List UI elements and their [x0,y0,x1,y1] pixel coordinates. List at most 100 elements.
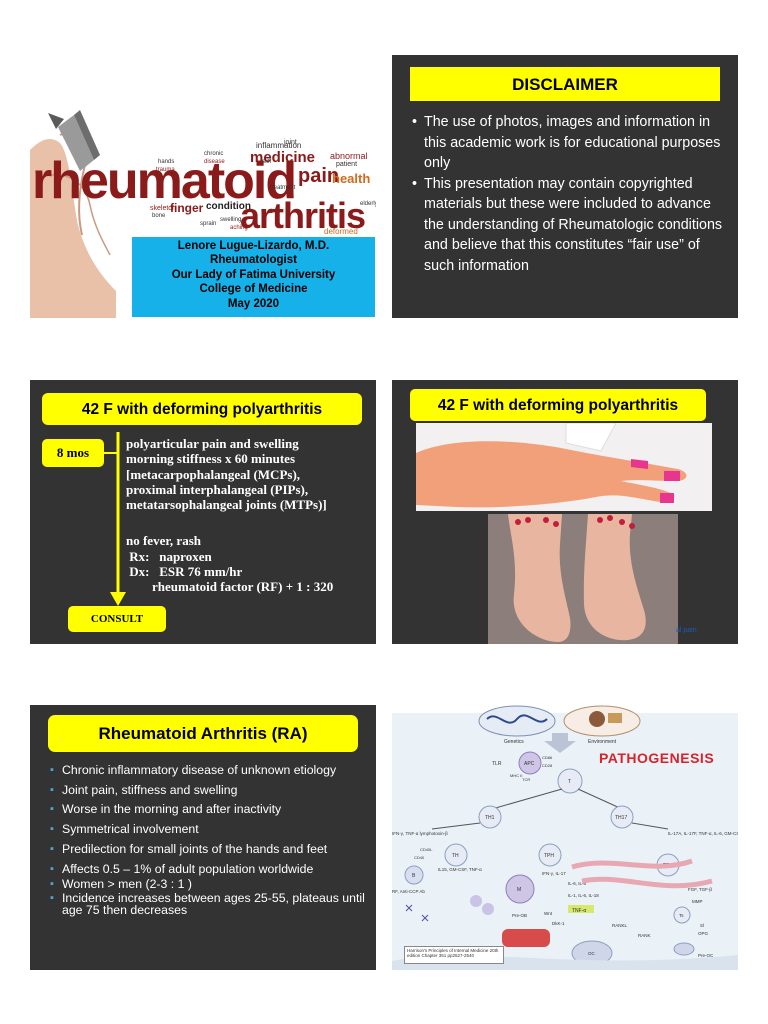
cloud-word: skeleton [150,205,177,212]
label-tph: TPH [544,853,554,859]
label-wnt: Wnt [544,911,553,916]
photo-caption: al pain [676,627,697,634]
label-th17: TH17 [615,815,627,821]
label-m-cytokines: IL15, GM-CSF, TNF-α [438,867,482,872]
label-th1: TH1 [485,815,495,821]
cloud-word: deformed [324,227,358,236]
history-line: metatarsophalangeal joints (MTPs)] [126,497,327,513]
cloud-word: aching [230,225,248,231]
author-title: Rheumatologist [210,254,297,267]
bullet-item: Incidence increases between ages 25-55, … [50,892,368,916]
hand-photo [416,423,712,511]
hand-with-marker-image [30,110,116,318]
history-line: [metacarpophalangeal (MCPs), [126,466,301,482]
cloud-word: medicine [250,149,316,166]
cloud-word: stiff [262,159,272,165]
label-b: B [412,873,416,879]
label-il: IL-6, IL-8 [568,881,587,886]
label-apc: APC [524,761,535,767]
bullet-item: Symmetrical involvement [50,822,368,837]
bullet-item: Worse in the morning and after inactivit… [50,802,368,817]
history-line [126,512,366,527]
history-line: Rx: naproxen [126,548,212,564]
label-fgf: FGF, TGF-β [688,887,712,892]
author-college: College of Medicine [199,283,308,296]
cloud-word: hands [158,159,175,165]
label-rank: RANK [638,933,651,938]
label-cd40: CD40 [414,855,425,860]
case-photos-slide: 42 F with deforming polyarthritis al pai… [392,380,738,644]
cloud-word: health [332,171,371,186]
bullet-item: Joint pain, stiffness and swelling [50,783,368,798]
label-cd86: CD86 [542,755,553,760]
label-ifn: IFN-γ, IL-17 [542,871,566,876]
pathogenesis-diagram: Genetics Environment APC TLR CD86 CD28 M… [392,705,738,970]
bullet-item: This presentation may contain copyrighte… [412,174,724,277]
label-environment: Environment [588,739,617,745]
label-cd40l: CD40L [420,847,433,852]
cloud-word: inflammation [256,141,302,150]
slide-title: Rheumatoid Arthritis (RA) [48,715,358,752]
author-institution: Our Lady of Fatima University [171,268,336,281]
label-opg: OPG [698,931,709,936]
cloud-word: pain [298,165,340,187]
label-t: T [568,779,571,785]
label-preoc: Pre-OC [698,953,714,958]
label-rankl: RANKL [612,923,628,928]
ra-overview-slide: Rheumatoid Arthritis (RA) Chronic inflam… [30,705,376,970]
feet-photo [488,514,678,644]
bullet-item: Chronic inflammatory disease of unknown … [50,763,368,778]
cloud-word: joint [284,139,297,146]
case-history-slide: 42 F with deforming polyarthritis 8 mos … [30,380,376,644]
bullet-item: The use of photos, images and informatio… [412,112,724,174]
cloud-word: condition [206,201,251,212]
label-sl: Sl [700,923,704,928]
history-line: Dx: ESR 76 mm/hr [126,564,243,580]
cloud-word-rheumatoid: rheumatoid [32,152,297,210]
label-tcr: TCR [522,777,530,782]
cloud-word: chronic [204,151,224,157]
ra-bullets: Chronic inflammatory disease of unknown … [50,763,368,920]
history-line: rheumatoid factor (RF) + 1 : 320 [126,579,334,595]
bullet-item: Women > men (2-3 : 1 ) [50,877,368,892]
cloud-word: disease [204,159,225,165]
label-oc: OC [588,951,596,956]
cloud-word: elderly [360,201,376,207]
history-line: morning stiffness x 60 minutes [126,451,296,467]
duration-box: 8 mos [42,439,104,467]
label-mmp: MMP [692,899,703,904]
cloud-word: abnormal [330,151,368,161]
label-th1-cytokines: IFN-γ, TNF-α lymphotoxin-β [392,831,448,836]
pathogenesis-slide: Genetics Environment APC TLR CD86 CD28 M… [392,705,738,970]
timeline-arrow [104,432,126,606]
author-box: Lenore Lugue-Lizardo, M.D. Rheumatologis… [132,237,375,317]
cloud-word: treatment [270,185,296,191]
cloud-word: finger [170,201,204,215]
label-th17-cytokines: IL-17A, IL-17F, TNF-α, IL-6, GM-CSF [668,831,738,836]
label-m: M [517,887,521,893]
slide-title: 42 F with deforming polyarthritis [410,389,706,421]
cloud-word: sprain [200,221,217,227]
slide-title: DISCLAIMER [410,67,720,101]
slide-title: PATHOGENESIS [599,750,715,766]
disclaimer-bullets: The use of photos, images and informatio… [412,112,724,277]
cloud-word: trauma [156,167,175,173]
label-cd28: CD28 [542,763,553,768]
label-ts: Ts [679,913,684,918]
author-name: Lenore Lugue-Lizardo, M.D. [177,240,330,252]
label-il2: IL-1, IL-6, IL-18 [568,893,599,898]
label-rf: RF, Anti-CCP Ab [392,889,425,894]
citation-box: Harrison's Principles of Internal Medici… [404,946,504,964]
label-preob: Pre-OB [512,913,527,918]
disclaimer-slide: DISCLAIMER The use of photos, images and… [392,55,738,318]
label-mhc: MHC II [510,773,522,778]
label-dkk: DkK-1 [552,921,565,926]
history-line: no fever, rash [126,533,201,549]
history-line: polyarticular pain and swelling [126,436,299,451]
cloud-word: bone [152,213,166,219]
label-tnf: TNF-α [572,908,586,914]
bullet-item: Predilection for small joints of the han… [50,842,368,857]
label-tlr: TLR [492,761,502,767]
label-genetics: Genetics [504,739,524,745]
history-text: polyarticular pain and swelling morning … [126,436,366,595]
